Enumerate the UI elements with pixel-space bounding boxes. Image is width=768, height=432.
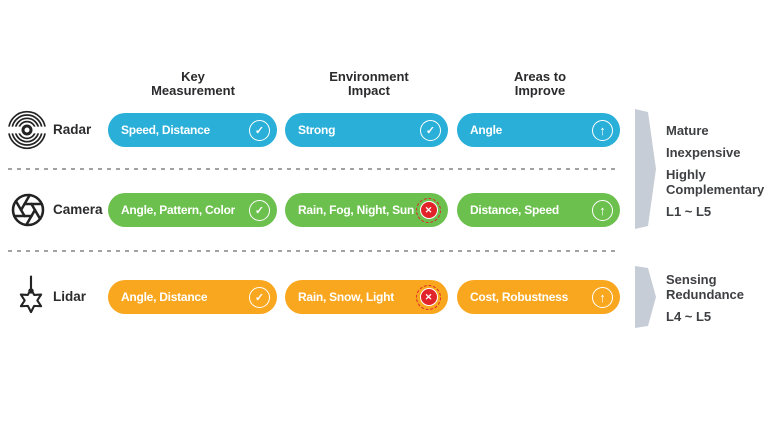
column-header-areas-to-improve: Areas to Improve xyxy=(460,70,620,98)
header-line: Impact xyxy=(348,83,390,98)
header-line: Improve xyxy=(514,83,566,98)
note-line: L4 ~ L5 xyxy=(666,309,712,324)
up-arrow-icon: ↑ xyxy=(592,286,613,308)
up-arrow-icon: ↑ xyxy=(592,199,613,221)
column-header-key-measurement: Key Measurement xyxy=(113,70,273,98)
radar-camera-bracket xyxy=(635,109,656,229)
check-icon: ✓ xyxy=(420,119,441,141)
pill-radar-key-measurement: Speed, Distance ✓ xyxy=(108,113,277,147)
row-label-lidar: Lidar xyxy=(53,289,87,304)
cross-icon: ✕ xyxy=(416,284,441,310)
lidar-benefits-note: Sensing Redundance L4 ~ L5 xyxy=(666,272,766,324)
check-icon: ✓ xyxy=(249,199,270,221)
camera-aperture-icon xyxy=(11,193,45,227)
column-header-environment-impact: Environment Impact xyxy=(289,70,449,98)
note-line: Sensing Redundance xyxy=(666,272,745,302)
pill-text: Distance, Speed xyxy=(470,203,559,217)
up-arrow-icon: ↑ xyxy=(592,119,613,141)
radar-icon xyxy=(7,110,47,150)
pill-text: Cost, Robustness xyxy=(470,290,569,304)
cross-icon: ✕ xyxy=(416,197,441,223)
header-line: Measurement xyxy=(151,83,235,98)
header-line: Key xyxy=(181,69,205,84)
pill-text: Rain, Snow, Light xyxy=(298,290,394,304)
header-line: Environment xyxy=(329,69,409,84)
radar-camera-benefits-note: Mature Inexpensive Highly Complementary … xyxy=(666,123,766,219)
pill-lidar-key-measurement: Angle, Distance ✓ xyxy=(108,280,277,314)
note-line: Mature xyxy=(666,123,709,138)
row-separator xyxy=(8,168,620,170)
pill-text: Angle, Distance xyxy=(121,290,208,304)
header-line: Areas to xyxy=(513,69,567,84)
row-separator xyxy=(8,250,620,252)
row-label-radar: Radar xyxy=(53,122,92,137)
pill-camera-environment-impact: Rain, Fog, Night, Sun ✕ xyxy=(285,193,448,227)
pill-radar-areas-to-improve: Angle ↑ xyxy=(457,113,620,147)
pill-lidar-environment-impact: Rain, Snow, Light ✕ xyxy=(285,280,448,314)
pill-text: Strong xyxy=(298,123,336,137)
pill-text: Speed, Distance xyxy=(121,123,210,137)
pill-camera-areas-to-improve: Distance, Speed ↑ xyxy=(457,193,620,227)
lidar-icon xyxy=(19,275,43,314)
row-label-camera: Camera xyxy=(53,202,103,217)
pill-lidar-areas-to-improve: Cost, Robustness ↑ xyxy=(457,280,620,314)
pill-text: Angle xyxy=(470,123,503,137)
note-line: Inexpensive xyxy=(666,145,741,160)
note-line: L1 ~ L5 xyxy=(666,204,712,219)
pill-radar-environment-impact: Strong ✓ xyxy=(285,113,448,147)
pill-text: Angle, Pattern, Color xyxy=(121,203,236,217)
pill-text: Rain, Fog, Night, Sun xyxy=(298,203,415,217)
lidar-bracket xyxy=(635,266,656,328)
note-line: Highly Complementary xyxy=(666,167,765,197)
check-icon: ✓ xyxy=(249,119,270,141)
pill-camera-key-measurement: Angle, Pattern, Color ✓ xyxy=(108,193,277,227)
check-icon: ✓ xyxy=(249,286,270,308)
